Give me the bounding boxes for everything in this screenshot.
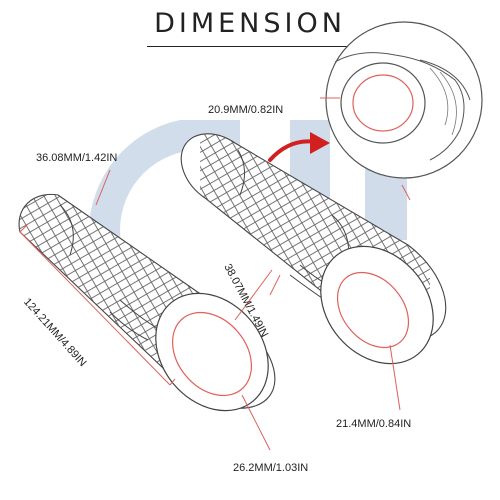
dimension-lines bbox=[19, 97, 411, 451]
right-grip-bore bbox=[336, 271, 410, 349]
page-title: DIMENSION bbox=[154, 8, 346, 39]
top-diameter-leader bbox=[95, 169, 111, 206]
length-dimension-line bbox=[19, 231, 171, 386]
inner-outer-label: 21.4MM/0.84IN bbox=[336, 418, 412, 430]
title-underline bbox=[147, 46, 353, 47]
inner-outer-leader bbox=[389, 344, 401, 411]
mid-diameter-line bbox=[234, 269, 273, 321]
zoom-detail bbox=[325, 21, 483, 179]
zoom-inner-bore bbox=[352, 74, 414, 132]
top-diameter-label: 36.08MM/1.42IN bbox=[36, 152, 118, 164]
bottom-diameter-leader bbox=[241, 394, 271, 451]
zoom-arrow bbox=[268, 132, 330, 162]
bottom-diameter-label: 26.2MM/1.03IN bbox=[233, 462, 309, 474]
inner-inset-label: 20.9MM/0.82IN bbox=[208, 104, 284, 116]
left-grip-bore bbox=[171, 311, 253, 397]
